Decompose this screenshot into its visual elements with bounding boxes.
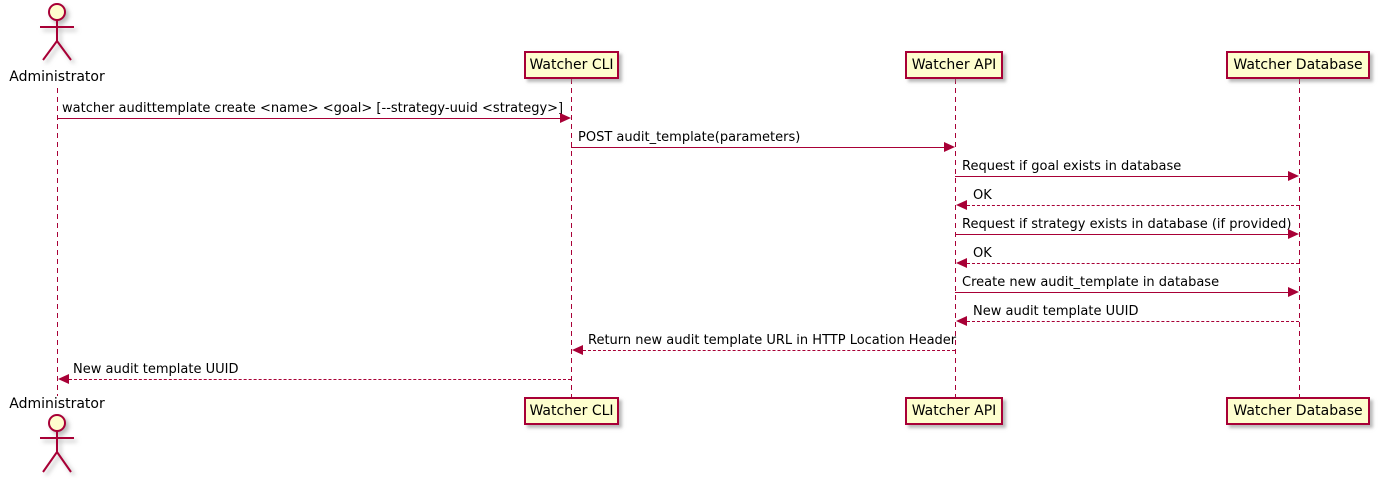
arrowhead-left-icon bbox=[58, 374, 69, 384]
message-line bbox=[955, 292, 1288, 293]
message-line bbox=[955, 234, 1288, 235]
message-label: watcher audittemplate create <name> <goa… bbox=[62, 101, 564, 116]
message-label: New audit template UUID bbox=[973, 304, 1139, 319]
message-line bbox=[967, 321, 1299, 322]
message-line bbox=[571, 147, 944, 148]
message-label: OK bbox=[973, 188, 992, 203]
lifeline-administrator bbox=[57, 88, 58, 396]
lifeline-watcher-api bbox=[955, 79, 956, 397]
message-line bbox=[583, 350, 955, 351]
arrowhead-right-icon bbox=[944, 142, 955, 152]
actor-icon bbox=[40, 3, 74, 61]
lifeline-watcher-database bbox=[1299, 79, 1300, 397]
actor-label-bottom: Administrator bbox=[9, 396, 105, 412]
arrowhead-right-icon bbox=[1288, 171, 1299, 181]
participant-watcher-cli-top: Watcher CLI bbox=[524, 51, 619, 79]
message-label: Create new audit_template in database bbox=[962, 275, 1220, 290]
arrowhead-left-icon bbox=[956, 316, 967, 326]
participant-watcher-api-bottom: Watcher API bbox=[905, 397, 1003, 425]
message-line bbox=[69, 379, 571, 380]
message-label: New audit template UUID bbox=[73, 362, 239, 377]
participant-watcher-api-top: Watcher API bbox=[905, 51, 1003, 79]
message-label: OK bbox=[973, 246, 992, 261]
arrowhead-left-icon bbox=[956, 200, 967, 210]
actor-icon bbox=[40, 414, 74, 473]
actor-label-top: Administrator bbox=[9, 69, 105, 85]
arrowhead-right-icon bbox=[560, 113, 571, 123]
participant-label: Watcher Database bbox=[1233, 403, 1363, 419]
lifeline-watcher-cli bbox=[571, 79, 572, 397]
participant-watcher-database-top: Watcher Database bbox=[1226, 51, 1370, 79]
message-line bbox=[967, 205, 1299, 206]
arrowhead-right-icon bbox=[1288, 229, 1299, 239]
arrowhead-left-icon bbox=[572, 345, 583, 355]
participant-watcher-database-bottom: Watcher Database bbox=[1226, 397, 1370, 425]
arrowhead-left-icon bbox=[956, 258, 967, 268]
message-label: Request if goal exists in database bbox=[962, 159, 1182, 174]
participant-label: Watcher API bbox=[911, 403, 997, 419]
participant-label: Watcher CLI bbox=[529, 403, 614, 419]
message-label: Request if strategy exists in database (… bbox=[962, 217, 1292, 232]
message-line bbox=[955, 176, 1288, 177]
message-label: Return new audit template URL in HTTP Lo… bbox=[588, 333, 957, 348]
message-line bbox=[967, 263, 1299, 264]
message-line bbox=[57, 118, 560, 119]
participant-label: Watcher API bbox=[911, 57, 997, 73]
participant-label: Watcher CLI bbox=[529, 57, 614, 73]
participant-label: Watcher Database bbox=[1233, 57, 1363, 73]
message-label: POST audit_template(parameters) bbox=[578, 130, 801, 145]
participant-watcher-cli-bottom: Watcher CLI bbox=[524, 397, 619, 425]
arrowhead-right-icon bbox=[1288, 287, 1299, 297]
